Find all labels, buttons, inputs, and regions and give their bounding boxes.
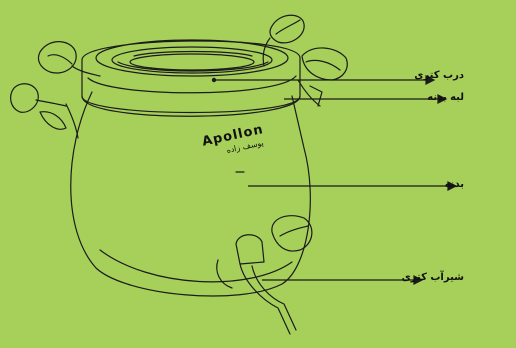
callout-body: بدنه	[445, 178, 464, 192]
callout-spigot: شیرآب کتری	[402, 271, 464, 285]
callout-lid: درب کتری	[414, 69, 464, 83]
callout-rim: لبه بدنه	[427, 91, 464, 105]
lid-anchor-dot	[212, 78, 215, 81]
